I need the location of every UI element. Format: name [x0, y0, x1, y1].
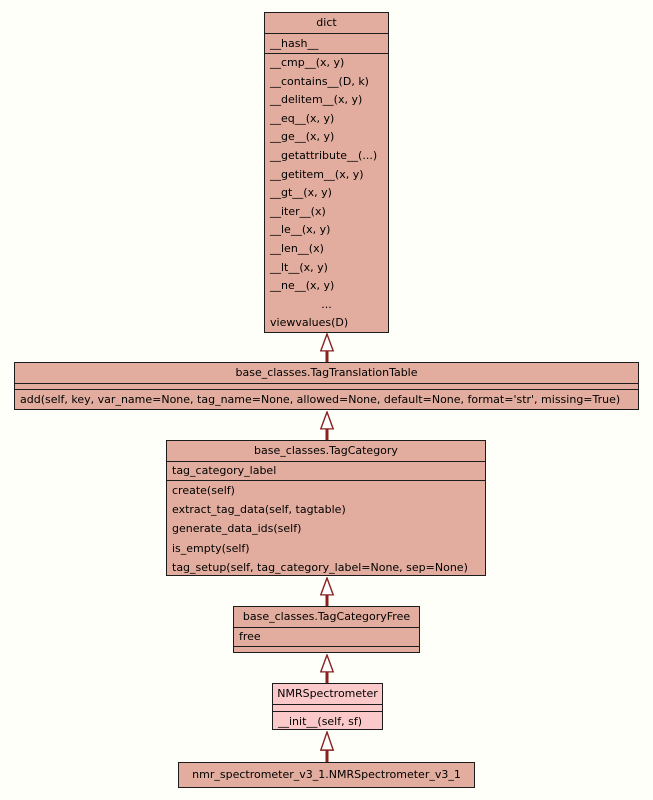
class-methods: add(self, key, var_name=None, tag_name=N…: [15, 390, 638, 409]
class-title: base_classes.TagCategoryFree: [234, 607, 419, 628]
class-methods: __init__(self, sf): [273, 712, 382, 729]
method-row: __init__(self, sf): [278, 715, 363, 728]
class-title: dict: [265, 13, 388, 34]
class-methods: __cmp__(x, y) __contains__(D, k) __delitem…: [265, 54, 388, 332]
inheritance-arrow-tagtranslationtable-dict: [319, 333, 335, 362]
method-row: __contains__(D, k): [270, 74, 369, 88]
method-row: __ne__(x, y): [270, 279, 335, 293]
inheritance-arrow-tagcategory-tagtranslationtable: [319, 411, 335, 440]
class-box-nmrspectrometer[interactable]: NMRSpectrometer __init__(self, sf): [272, 683, 383, 730]
method-row: generate_data_ids(self): [172, 522, 302, 536]
attribute-row: __hash__: [270, 37, 319, 50]
method-row: __getitem__(x, y): [270, 167, 364, 181]
method-row: is_empty(self): [172, 541, 250, 555]
method-row: add(self, key, var_name=None, tag_name=N…: [20, 393, 621, 406]
hollow-triangle-arrow-icon: [319, 333, 335, 362]
method-row: ...: [321, 297, 332, 311]
inheritance-arrow-tagcategoryfree-tagcategory: [319, 577, 335, 606]
class-box-tagtranslationtable[interactable]: base_classes.TagTranslationTable add(sel…: [14, 362, 639, 410]
method-row: __cmp__(x, y): [270, 56, 345, 69]
method-row: viewvalues(D): [270, 316, 349, 330]
class-attributes: __hash__: [265, 34, 388, 54]
class-box-nmrspectrometer-v3-1[interactable]: nmr_spectrometer_v3_1.NMRSpectrometer_v3…: [178, 762, 475, 788]
hollow-triangle-arrow-icon: [319, 577, 335, 606]
hollow-triangle-arrow-icon: [319, 654, 335, 683]
attribute-row: tag_category_label: [172, 464, 277, 477]
method-row: __le__(x, y): [270, 223, 331, 237]
class-attributes: free: [234, 628, 419, 647]
method-row: __gt__(x, y): [270, 186, 332, 200]
class-methods: create(self) extract_tag_data(self, tagta…: [167, 481, 485, 575]
method-row: __lt__(x, y): [270, 260, 328, 274]
class-box-dict[interactable]: dict __hash__ __cmp__(x, y) __contains__(…: [264, 12, 389, 333]
method-row: tag_setup(self, tag_category_label=None,…: [172, 560, 468, 574]
hollow-triangle-arrow-icon: [319, 411, 335, 440]
class-box-tagcategoryfree[interactable]: base_classes.TagCategoryFree free: [233, 606, 420, 653]
method-row: create(self): [172, 484, 235, 497]
method-row: __iter__(x): [270, 204, 326, 218]
method-row: __len__(x): [270, 241, 324, 255]
class-attributes: tag_category_label: [167, 462, 485, 481]
class-box-tagcategory[interactable]: base_classes.TagCategory tag_category_la…: [166, 440, 486, 576]
method-row: extract_tag_data(self, tagtable): [172, 503, 346, 517]
class-title: base_classes.TagTranslationTable: [15, 363, 638, 384]
method-row: __eq__(x, y): [270, 111, 335, 125]
method-row: __ge__(x, y): [270, 130, 335, 144]
class-title: base_classes.TagCategory: [167, 441, 485, 462]
inheritance-arrow-v31-nmrspectrometer: [319, 731, 335, 762]
attribute-row: free: [239, 630, 261, 643]
class-methods: [234, 647, 419, 652]
class-attributes: [15, 384, 638, 390]
class-attributes: [273, 705, 382, 712]
class-title: NMRSpectrometer: [273, 684, 382, 705]
inheritance-arrow-nmrspectrometer-tagcategoryfree: [319, 654, 335, 683]
hollow-triangle-arrow-icon: [319, 731, 335, 762]
method-row: __delitem__(x, y): [270, 93, 363, 107]
method-row: __getattribute__(...): [270, 148, 378, 162]
class-title: nmr_spectrometer_v3_1.NMRSpectrometer_v3…: [192, 768, 461, 781]
